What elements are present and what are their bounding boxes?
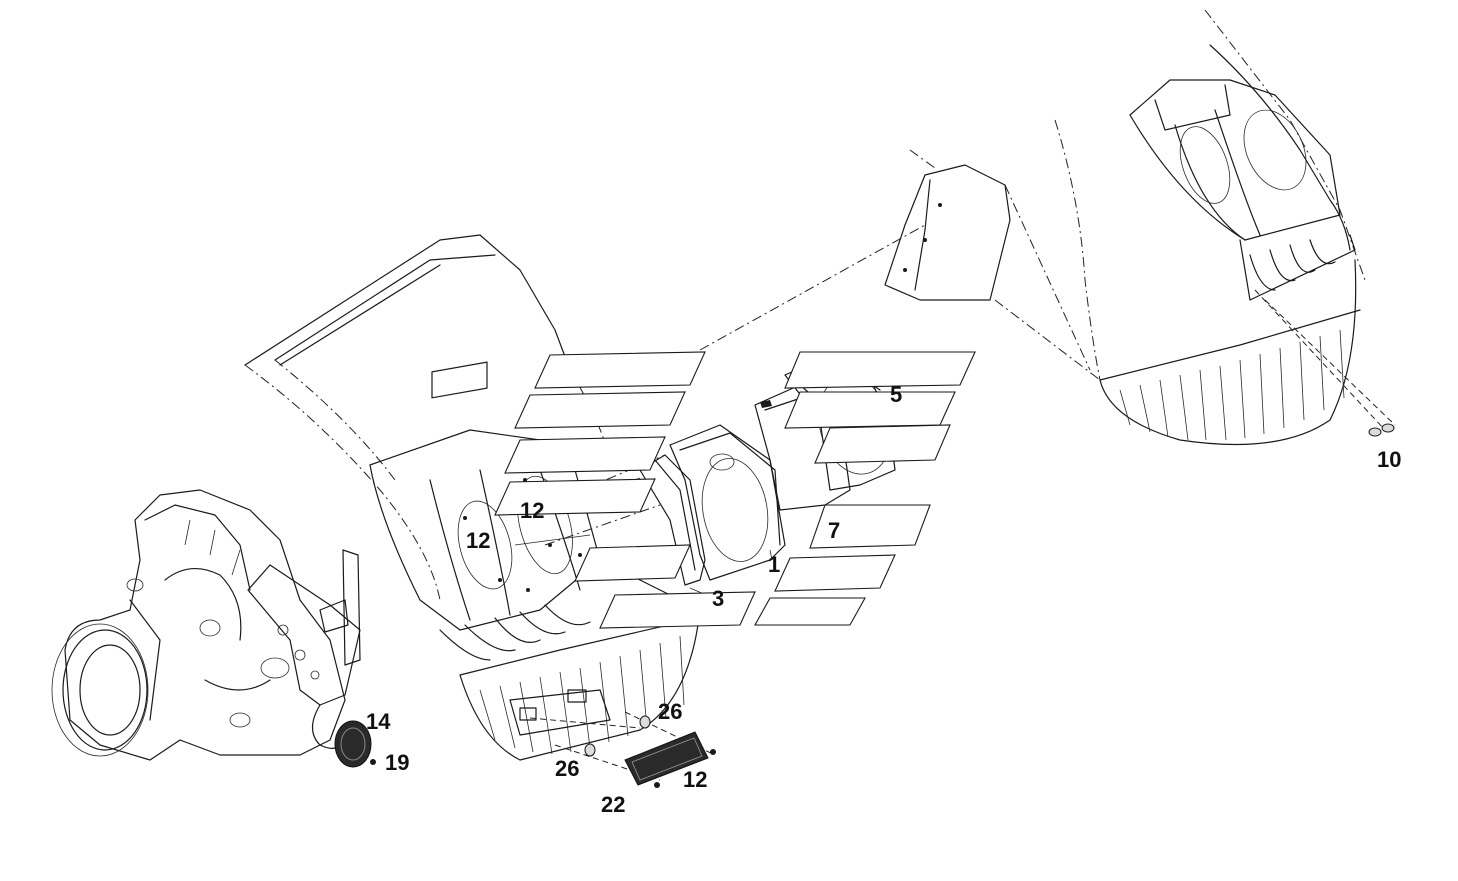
callout-12-lower: 12 xyxy=(683,767,707,792)
liner-part-3 xyxy=(639,454,706,586)
nuts-26 xyxy=(584,715,651,757)
washer-10-b xyxy=(1381,423,1395,433)
callout-3: 3 xyxy=(712,586,724,611)
left-fender-assembly xyxy=(244,234,716,781)
callout-1: 1 xyxy=(768,552,780,577)
left-fender-mudflap-slots xyxy=(479,635,685,755)
reflector-22 xyxy=(624,731,716,788)
callout-labels: 5 10 12 12 7 1 3 14 19 26 26 12 22 xyxy=(366,382,1401,817)
right-fender-assembly xyxy=(1054,9,1396,446)
axle-housing xyxy=(51,489,346,761)
center-bracket xyxy=(699,149,1101,381)
callout-22: 22 xyxy=(601,792,625,817)
callout-5: 5 xyxy=(890,382,902,407)
callout-10: 10 xyxy=(1377,447,1401,472)
callout-12-left: 12 xyxy=(466,528,490,553)
callout-14: 14 xyxy=(366,709,391,734)
callout-26-right: 26 xyxy=(658,699,682,724)
callout-7: 7 xyxy=(828,518,840,543)
callout-26-left: 26 xyxy=(555,756,579,781)
mounting-plate-14 xyxy=(247,549,361,749)
callout-12-upper: 12 xyxy=(520,498,544,523)
washer-10-a xyxy=(1368,427,1382,437)
callout-19: 19 xyxy=(385,750,409,775)
reflector-19 xyxy=(334,720,376,768)
right-fender-mudflap-slots xyxy=(1119,329,1345,441)
hatch-parallelograms xyxy=(494,351,976,629)
liner-part-1 xyxy=(669,424,786,581)
